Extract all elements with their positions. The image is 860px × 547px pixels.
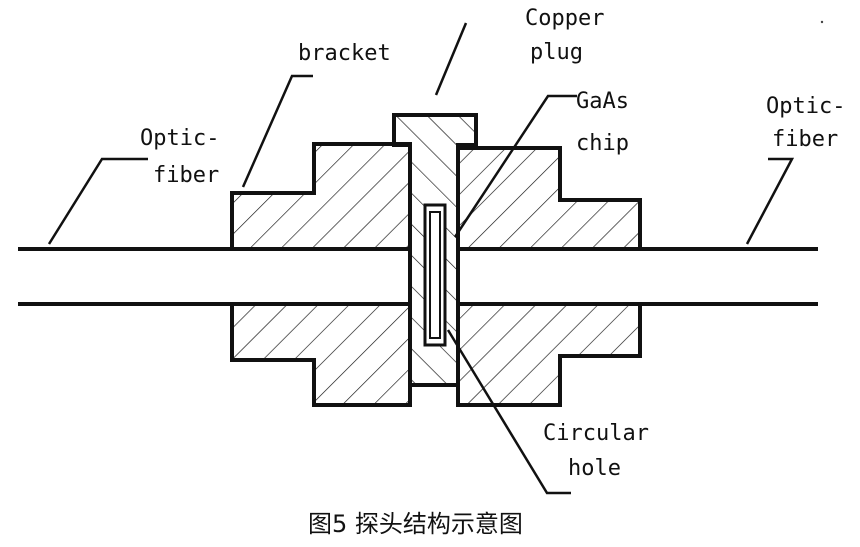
label-circular-hole-line2: hole (568, 456, 621, 481)
label-optic-fiber-left-line1: Optic- (140, 126, 219, 151)
optic-fiber-right (640, 247, 818, 306)
figure-caption: 图5 探头结构示意图 (308, 510, 523, 538)
bracket-upper-left (230, 142, 412, 251)
leader-optic-fiber-right (745, 157, 795, 245)
label-bracket: bracket (298, 41, 391, 66)
label-optic-fiber-right-line2: fiber (772, 127, 838, 152)
speck-mark (820, 20, 824, 24)
optic-fiber-left (18, 247, 232, 306)
label-copper-plug-line2: plug (530, 40, 583, 65)
leader-bracket (241, 74, 313, 188)
label-circular-hole-line1: Circular (543, 421, 649, 446)
label-copper-plug-line1: Copper (525, 6, 604, 31)
leader-gaas-chip (453, 94, 577, 238)
leader-optic-fiber-left (47, 157, 148, 245)
label-optic-fiber-left-line2: fiber (153, 163, 219, 188)
label-optic-fiber-right-line1: Optic- (766, 94, 845, 119)
label-gaas-chip-line2: chip (576, 131, 629, 156)
label-gaas-chip-line1: GaAs (576, 89, 629, 114)
bracket-lower-right (456, 302, 642, 407)
leader-circular-hole (446, 329, 571, 495)
circular-hole (429, 211, 441, 339)
bracket-upper-right (456, 146, 642, 251)
bracket-lower-left (230, 302, 412, 407)
leader-copper-plug (434, 22, 468, 96)
